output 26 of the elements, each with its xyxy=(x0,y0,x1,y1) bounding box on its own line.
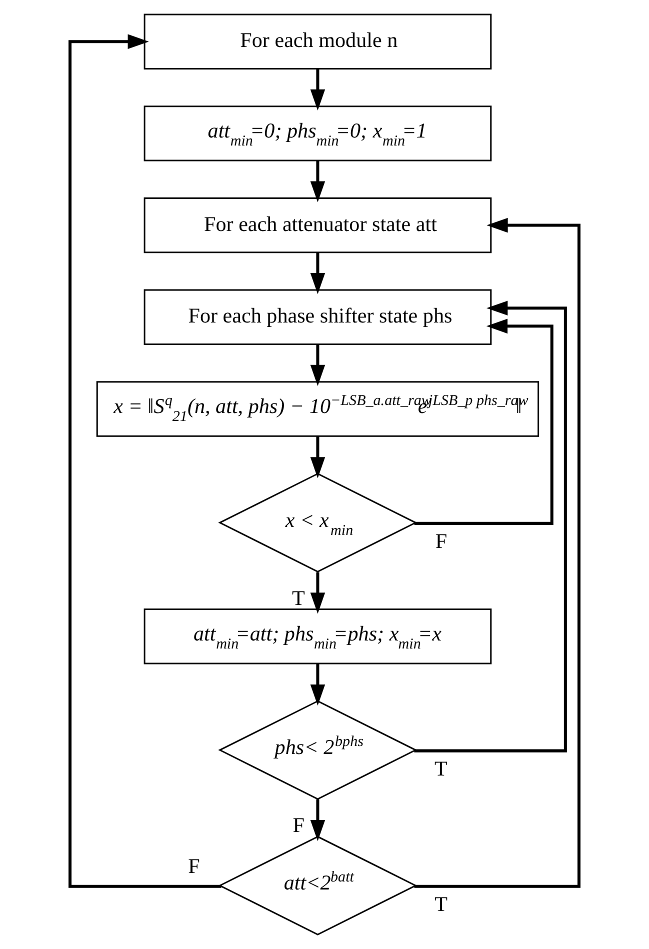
edge-label: T xyxy=(292,586,305,610)
node-diamond: att<2$^{batt}$ xyxy=(218,836,418,936)
arrow xyxy=(310,161,326,202)
arrow xyxy=(310,572,326,614)
node-diamond: x < x$_{min}$ xyxy=(218,472,418,572)
arrow xyxy=(310,664,326,706)
edge-label: F xyxy=(292,813,304,838)
edge-label: T xyxy=(434,756,448,780)
arrow xyxy=(310,344,326,386)
arrow xyxy=(310,436,326,478)
node-box: For each phase shifter state phs xyxy=(144,289,492,345)
arrow xyxy=(310,799,326,842)
edge-label: T xyxy=(434,892,448,916)
arrow xyxy=(414,318,554,525)
node-box: For each attenuator state att xyxy=(144,197,492,254)
arrow xyxy=(310,69,326,110)
arrow xyxy=(310,252,326,294)
node-box: att$_{min}$=att; phs$_{min}$=phs; x$_{min}$=x xyxy=(144,608,492,664)
arrow xyxy=(68,34,222,888)
node-diamond: phs< 2$^{bphs}$ xyxy=(218,700,418,800)
arrow xyxy=(414,218,580,888)
edge-label: F xyxy=(188,854,200,878)
edge-label: F xyxy=(435,529,448,554)
arrow xyxy=(414,300,567,752)
node-box: For each module n xyxy=(144,14,492,70)
node-box: att$_{min}$=0; phs$_{min}$=0; x$_{min}$=1 xyxy=(144,106,492,162)
